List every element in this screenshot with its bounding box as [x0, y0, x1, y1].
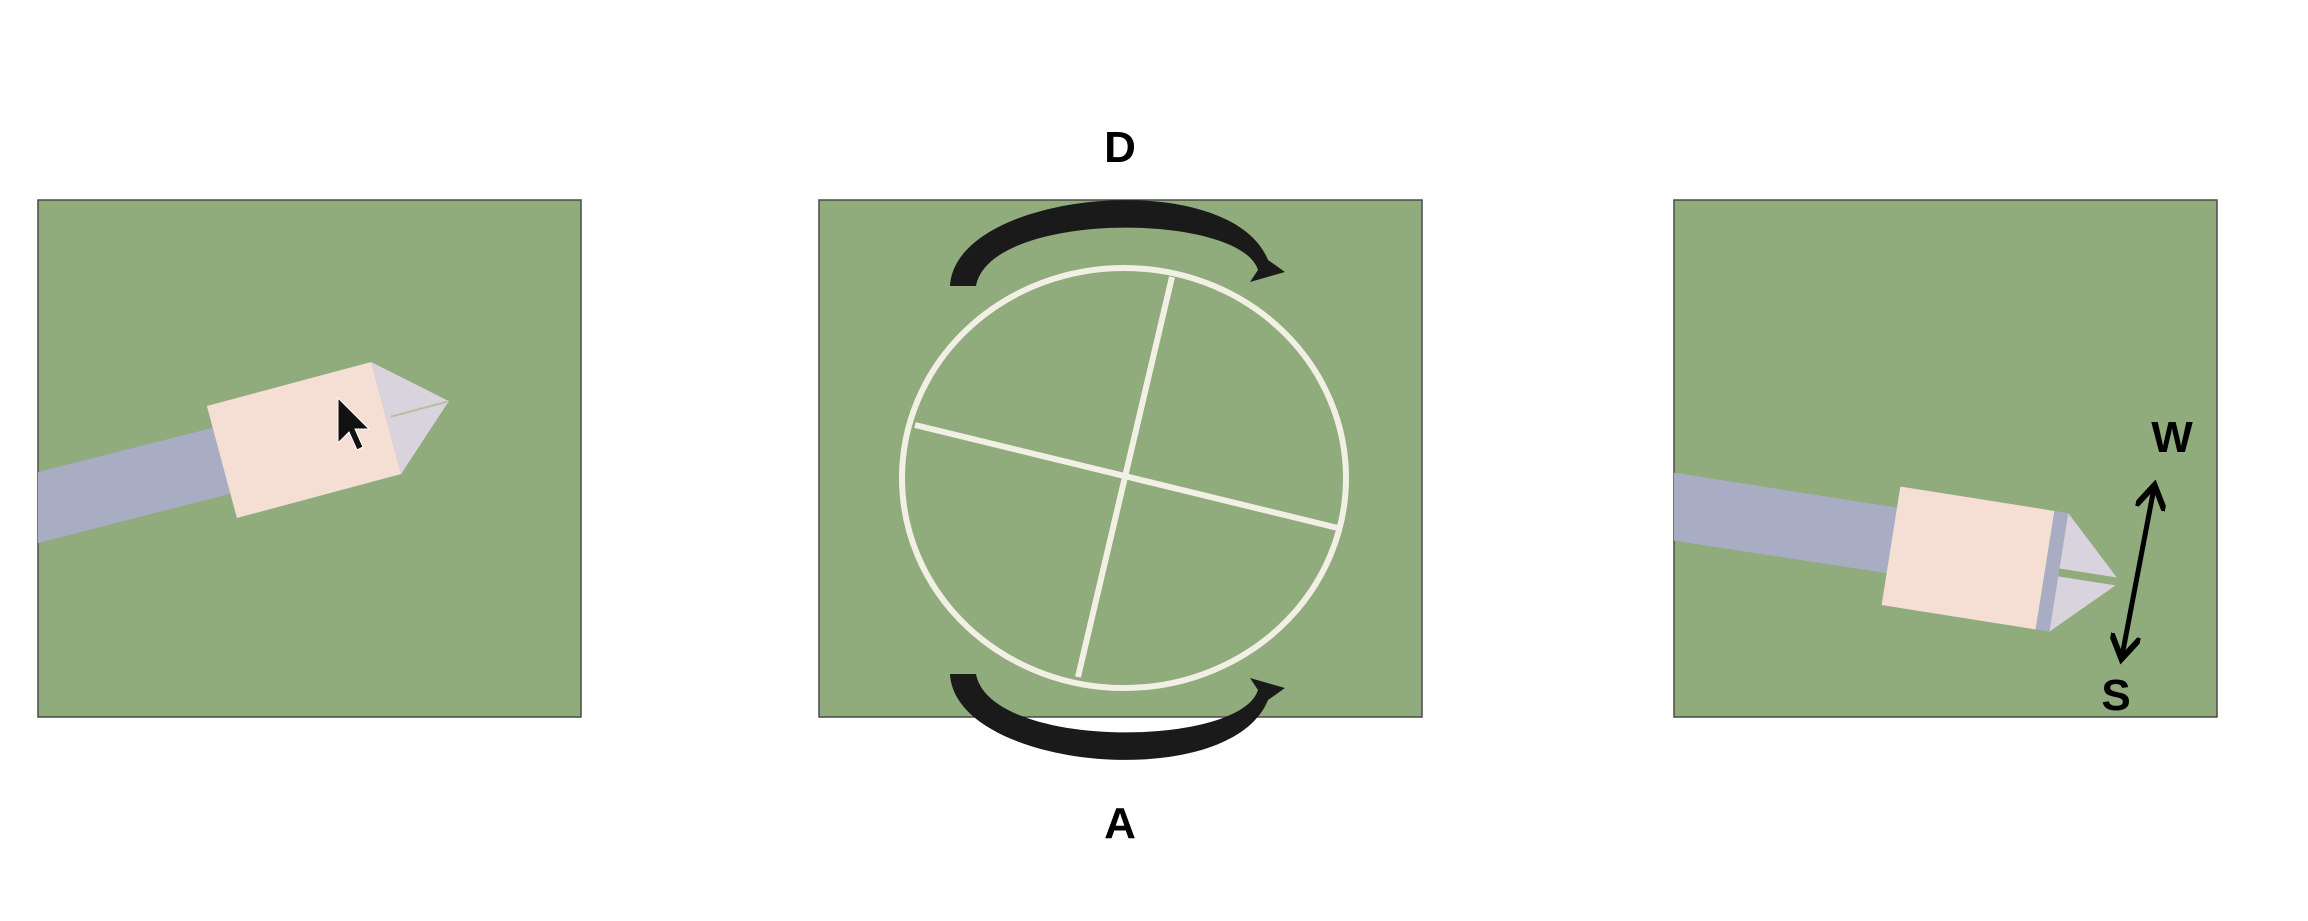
rotate-clockwise-key-label: D [1104, 123, 1136, 172]
wheel-spoke-horizontal [914, 422, 1339, 531]
vehicle-trail-right [1674, 472, 1912, 576]
vehicle-nose-seam-left [390, 400, 448, 418]
rotate-clockwise-arrow-icon [950, 200, 1285, 286]
panel-move: W S [1673, 199, 2218, 720]
rotate-counterclockwise-key-label: A [1104, 799, 1136, 848]
vehicle-nose-upper-right [2059, 513, 2117, 578]
panel-center-background [818, 199, 1423, 718]
forward-backward-arrow-icon [2122, 488, 2154, 656]
move-forward-key-label: W [2151, 413, 2193, 462]
panel-mouse-aim [37, 199, 582, 718]
vehicle-body-left [206, 361, 402, 519]
vehicle-body-right [1881, 486, 2055, 630]
vehicle-trail-left [38, 424, 245, 543]
move-backward-key-label: S [2101, 671, 2130, 720]
vehicle-rear-strip-right [2035, 510, 2069, 632]
vehicle-right [1881, 486, 2117, 632]
vehicle-nose-lower-right [2049, 576, 2116, 632]
rotate-counterclockwise-arrow-icon [950, 674, 1285, 760]
panel-right-background [1673, 199, 2218, 718]
wheel-diagram [899, 265, 1349, 691]
vehicle-nose-left [371, 361, 449, 475]
wheel-outline [899, 265, 1349, 691]
mouse-pointer-icon [337, 396, 371, 451]
panel-rotation: D A [818, 123, 1423, 848]
vehicle-left [206, 361, 449, 519]
